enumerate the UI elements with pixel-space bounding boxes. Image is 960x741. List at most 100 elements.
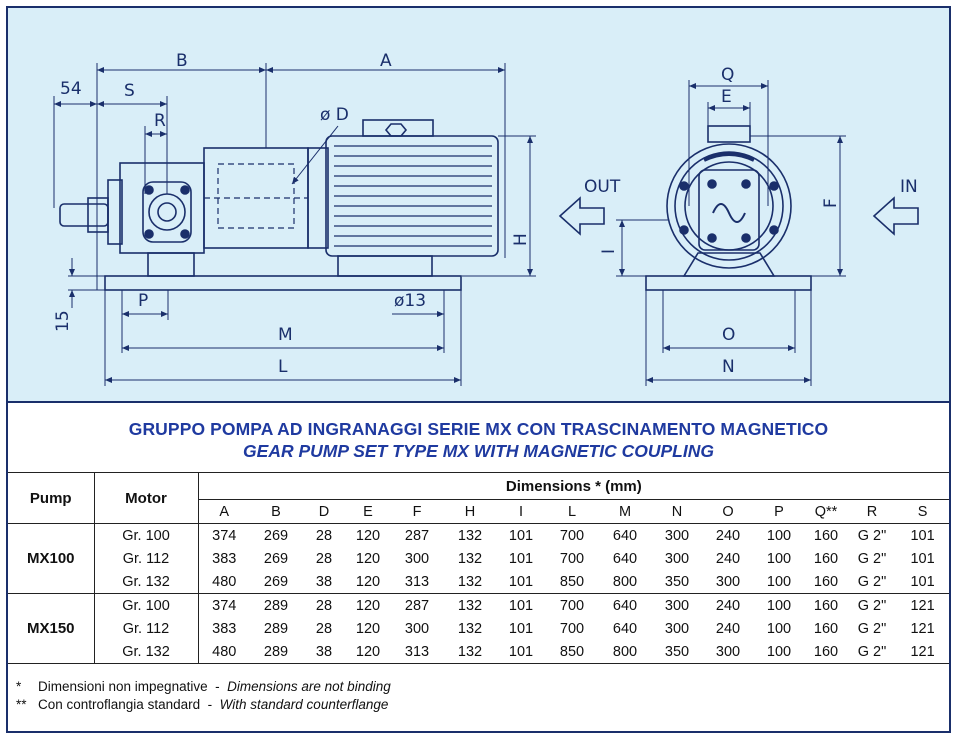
dimension-cell: 160 [813,573,839,590]
dimension-cell: 300 [652,593,702,617]
dimension-cell: G 2" [848,593,896,617]
front-base-plate [645,275,812,291]
label-15: 15 [53,310,73,332]
front-view [645,125,812,291]
dimension-cell: 121 [910,620,935,637]
dimension-cell: 120 [355,573,381,590]
dimension-cell: 300 [404,620,430,637]
footnote-italian: Con controflangia standard [38,697,201,712]
dimension-cell: 300 [652,523,702,547]
header-motor: Motor [93,472,198,524]
shaft-plug [59,203,109,227]
label-in: IN [900,177,918,197]
dimension-cell: 132 [457,620,483,637]
dimension-cell: 101 [496,593,546,617]
motor-flange [307,147,329,249]
footnote-separator: - [215,679,220,694]
column-header: I [496,499,546,524]
dimension-cell: 38 [315,573,333,590]
label-e: E [721,87,732,107]
motor-cell: Gr. 132 [93,640,198,664]
pump-port-circle [148,193,186,231]
dimension-cell: 700 [546,593,598,617]
label-b: B [176,51,188,71]
header-pump: Pump [8,472,94,524]
dimension-cell: 28 [302,593,346,617]
dimension-cell: G 2" [848,523,896,547]
dimension-cell: 120 [346,593,390,617]
column-header: O [702,499,754,524]
label-m: M [278,325,293,345]
dimension-cell: 100 [766,620,792,637]
dimension-cell: 101 [496,523,546,547]
dimension-cell: 300 [404,550,430,567]
footnote-1: *Dimensioni non impegnative - Dimensions… [16,678,391,696]
motor-cell: Gr. 132 [93,570,198,594]
dimension-cell: 120 [346,523,390,547]
label-54: 54 [60,79,82,99]
dimension-cell: 101 [910,550,935,567]
dimension-cell: 313 [404,573,430,590]
motor-cell: Gr. 112 [93,547,198,570]
in-arrow [872,196,919,236]
column-header: L [546,499,598,524]
footnote-2: **Con controflangia standard - With stan… [16,696,391,714]
dimension-cell: 700 [559,550,585,567]
dimension-cell: 100 [754,593,804,617]
column-header: P [754,499,804,524]
dimension-cell: 120 [346,640,390,664]
dimension-cell: 132 [444,523,496,547]
dimension-cell: 383 [197,617,250,640]
dimension-cell: G 2" [857,620,887,637]
dimension-cell: 132 [444,593,496,617]
dimension-cell: 132 [444,640,496,664]
column-header: R [848,499,896,524]
dimension-cell: 800 [612,573,638,590]
dimension-cell: 350 [652,640,702,664]
out-arrow [558,196,605,236]
dimension-cell: 101 [508,620,534,637]
dimension-cell: 100 [766,573,792,590]
dimension-cell: 28 [315,550,333,567]
footnotes: *Dimensioni non impegnative - Dimensions… [16,678,391,714]
dimension-cell: 101 [508,550,534,567]
dimension-cell: 300 [702,640,754,664]
label-q: Q [721,65,734,85]
footnote-mark: ** [16,697,27,712]
label-phi-d: ø D [320,105,349,125]
label-phi13: ø13 [394,291,426,311]
footnote-mark: * [16,679,22,694]
dimension-cell: 120 [355,550,381,567]
pump-model-cell: MX100 [8,523,94,594]
pump-foot [147,252,195,277]
dimension-cell: 289 [250,593,302,617]
dimension-cell: 100 [754,523,804,547]
label-p: P [138,291,148,311]
column-header: S [896,499,950,524]
dimension-cell: G 2" [857,573,887,590]
column-header: A [197,499,250,524]
document-frame: B A 54 S R ø D P ø13 15 M L H Q E OUT IN… [6,6,951,733]
column-header: H [444,499,496,524]
dimension-cell: 101 [496,640,546,664]
footnote-english: Dimensions are not binding [227,679,391,694]
title-italian: GRUPPO POMPA AD INGRANAGGI SERIE MX CON … [128,419,829,439]
dimension-cell: 300 [715,573,741,590]
dimension-cell: 287 [390,523,444,547]
dimension-cell: 121 [896,593,950,617]
dimension-cell: 700 [546,523,598,547]
table-header-row-1: Pump Motor Dimensions * (mm) [8,472,950,524]
title-block: GRUPPO POMPA AD INGRANAGGI SERIE MX CON … [8,403,949,471]
label-a: A [380,51,392,71]
dimension-cell: 38 [302,640,346,664]
dimension-cell: 28 [315,620,333,637]
label-r: R [154,111,166,131]
side-view [59,119,499,291]
side-view-dimensions [53,63,536,386]
header-dimensions: Dimensions * (mm) [197,472,950,500]
